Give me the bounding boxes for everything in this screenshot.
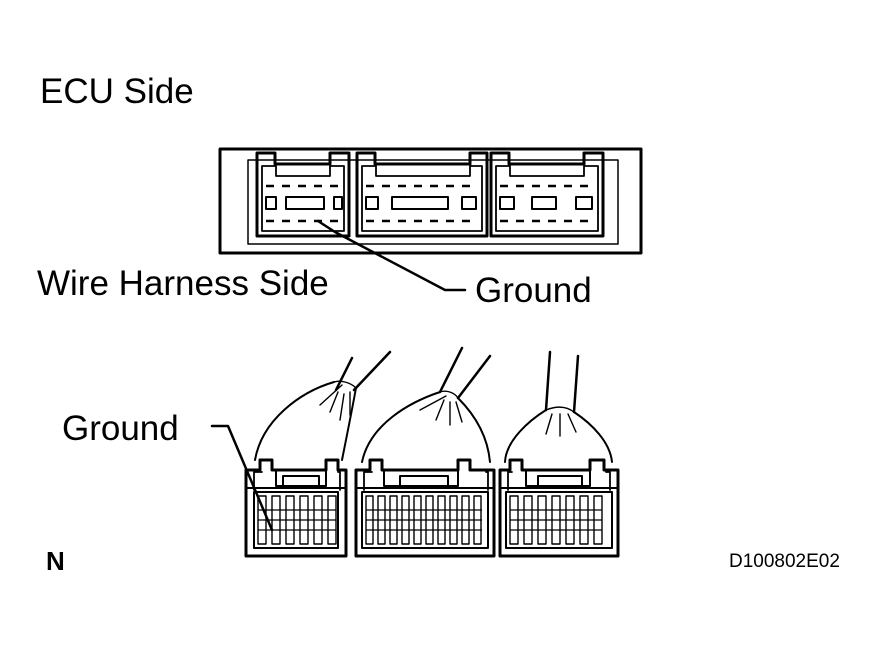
orientation-mark: N [46,546,65,576]
harness-connector-1 [244,350,392,558]
ecu-side-label: ECU Side [40,72,194,111]
harness-connector-3 [498,350,620,558]
ecu-socket-3 [489,151,605,238]
ecu-socket-1 [255,151,351,238]
ground-label-harness: Ground [62,409,179,448]
ground-label-ecu: Ground [475,271,592,310]
harness-connector-2 [354,346,496,558]
figure-code: D100802E02 [729,551,840,572]
ground-leader-line-ecu [316,219,467,292]
ground-leader-line-harness [210,424,274,532]
ecu-socket-2 [355,151,489,238]
ecu-connector-housing [218,147,643,255]
ecu-ground-terminal [285,196,325,210]
wire-harness-side-label: Wire Harness Side [37,264,329,303]
